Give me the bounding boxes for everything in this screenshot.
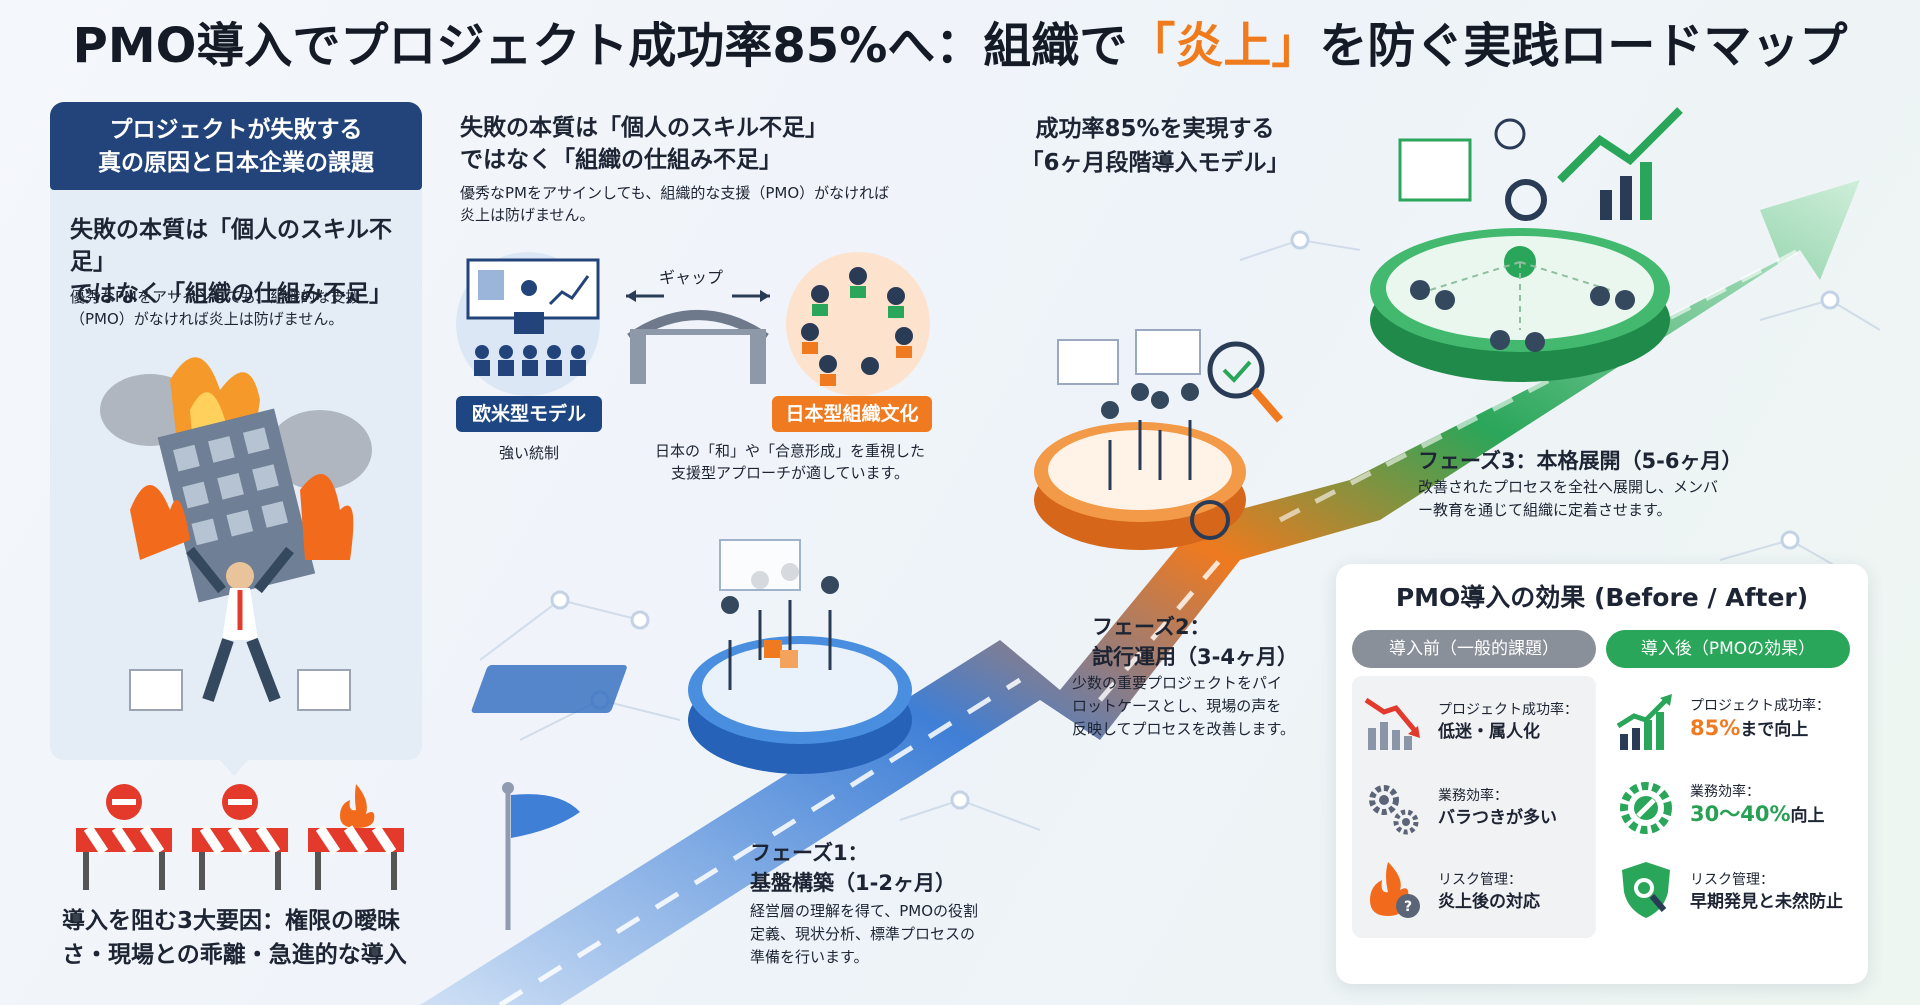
barricade-fire-icon	[308, 784, 404, 890]
failure-essence-heading: 失敗の本質は「個人のスキル不足」 ではなく「組織の仕組み不足」	[460, 115, 828, 173]
rising-chart-icon	[1616, 694, 1672, 750]
barriers-text: 導入を阻む3大要因：権限の曖昧 さ・現場との乖離・急進的な導入	[62, 908, 407, 968]
after-success-rate: プロジェクト成功率： 85%まで向上	[1690, 698, 1830, 740]
start-flag-icon	[502, 782, 580, 930]
phase2-platform	[1034, 329, 1284, 550]
svg-text:?: ?	[1404, 899, 1412, 915]
roadmap-title: 成功率85%を実現する 「6ヶ月段階導入モデル」	[1020, 116, 1290, 176]
phase3-description: 改善されたプロセスを全社へ展開し、メンバ ー教育を通じて組織に定着させます。	[1418, 478, 1719, 519]
shield-magnifier-icon	[1622, 862, 1670, 918]
declining-chart-icon	[1364, 697, 1420, 750]
barricade-no-entry-icon	[76, 784, 172, 890]
gap-bridge-icon	[626, 290, 770, 384]
page-title: PMO導入でプロジェクト成功率85%へ：組織で「炎上」を防ぐ実践ロードマップ	[72, 18, 1848, 74]
panel-pointer	[218, 758, 250, 776]
burning-building-illustration	[100, 357, 372, 711]
western-model-caption: 強い統制	[498, 444, 559, 462]
root-cause-heading: 失敗の本質は「個人のスキル不足」 ではなく「組織の仕組み不足」	[70, 217, 392, 307]
title-highlight: 「炎上」	[1127, 18, 1320, 74]
before-header: 導入前（一般的課題）	[1352, 630, 1596, 668]
barricade-no-entry-icon	[192, 784, 288, 890]
phase1-title: フェーズ1： 基盤構築（1-2ヶ月）	[750, 841, 956, 895]
gears-icon	[1369, 785, 1419, 835]
phase3-title: フェーズ3：本格展開（5-6ヶ月）	[1418, 449, 1743, 473]
japan-culture-badge: 日本型組織文化	[772, 396, 932, 432]
wrench-gear-icon	[1620, 782, 1672, 834]
culture-gap-illustration	[456, 252, 930, 396]
japan-culture-caption: 日本の「和」や「合意形成」を重視した 支援型アプローチが適しています。	[654, 442, 925, 482]
effects-title: PMO導入の効果 (Before / After)	[1395, 583, 1809, 612]
after-efficiency: 業務効率： 30〜40%向上	[1690, 784, 1825, 826]
root-cause-text: 優秀なPMをアサインしても、組織的な支援 （PMO）がなければ炎上は防げません。	[70, 288, 361, 328]
western-model-badge: 欧米型モデル	[456, 396, 602, 432]
after-header: 導入後（PMOの効果）	[1606, 630, 1850, 668]
root-cause-header: プロジェクトが失敗する 真の原因と日本企業の課題	[50, 102, 422, 190]
before-efficiency: 業務効率： バラつきが多い	[1438, 788, 1557, 828]
barricades-illustration	[76, 784, 404, 890]
before-risk: リスク管理： 炎上後の対応	[1438, 872, 1540, 912]
phase2-title: フェーズ2： 試行運用（3-4ヶ月）	[1092, 615, 1298, 669]
phase2-description: 少数の重要プロジェクトをパイ ロットケースとし、現場の声を 反映してプロセスを改…	[1072, 674, 1296, 738]
fire-question-icon: ?	[1370, 862, 1420, 918]
phase1-platform	[471, 539, 912, 774]
before-success-rate: プロジェクト成功率： 低迷・属人化	[1438, 702, 1578, 742]
failure-essence-text: 優秀なPMをアサインしても、組織的な支援（PMO）がなければ 炎上は防げません。	[460, 184, 890, 224]
after-risk: リスク管理： 早期発見と未然防止	[1690, 872, 1843, 912]
gap-label: ギャップ	[658, 268, 723, 287]
phase1-description: 経営層の理解を得て、PMOの役割 定義、現状分析、標準プロセスの 準備を行います…	[750, 902, 979, 966]
phase3-platform	[1370, 107, 1683, 382]
